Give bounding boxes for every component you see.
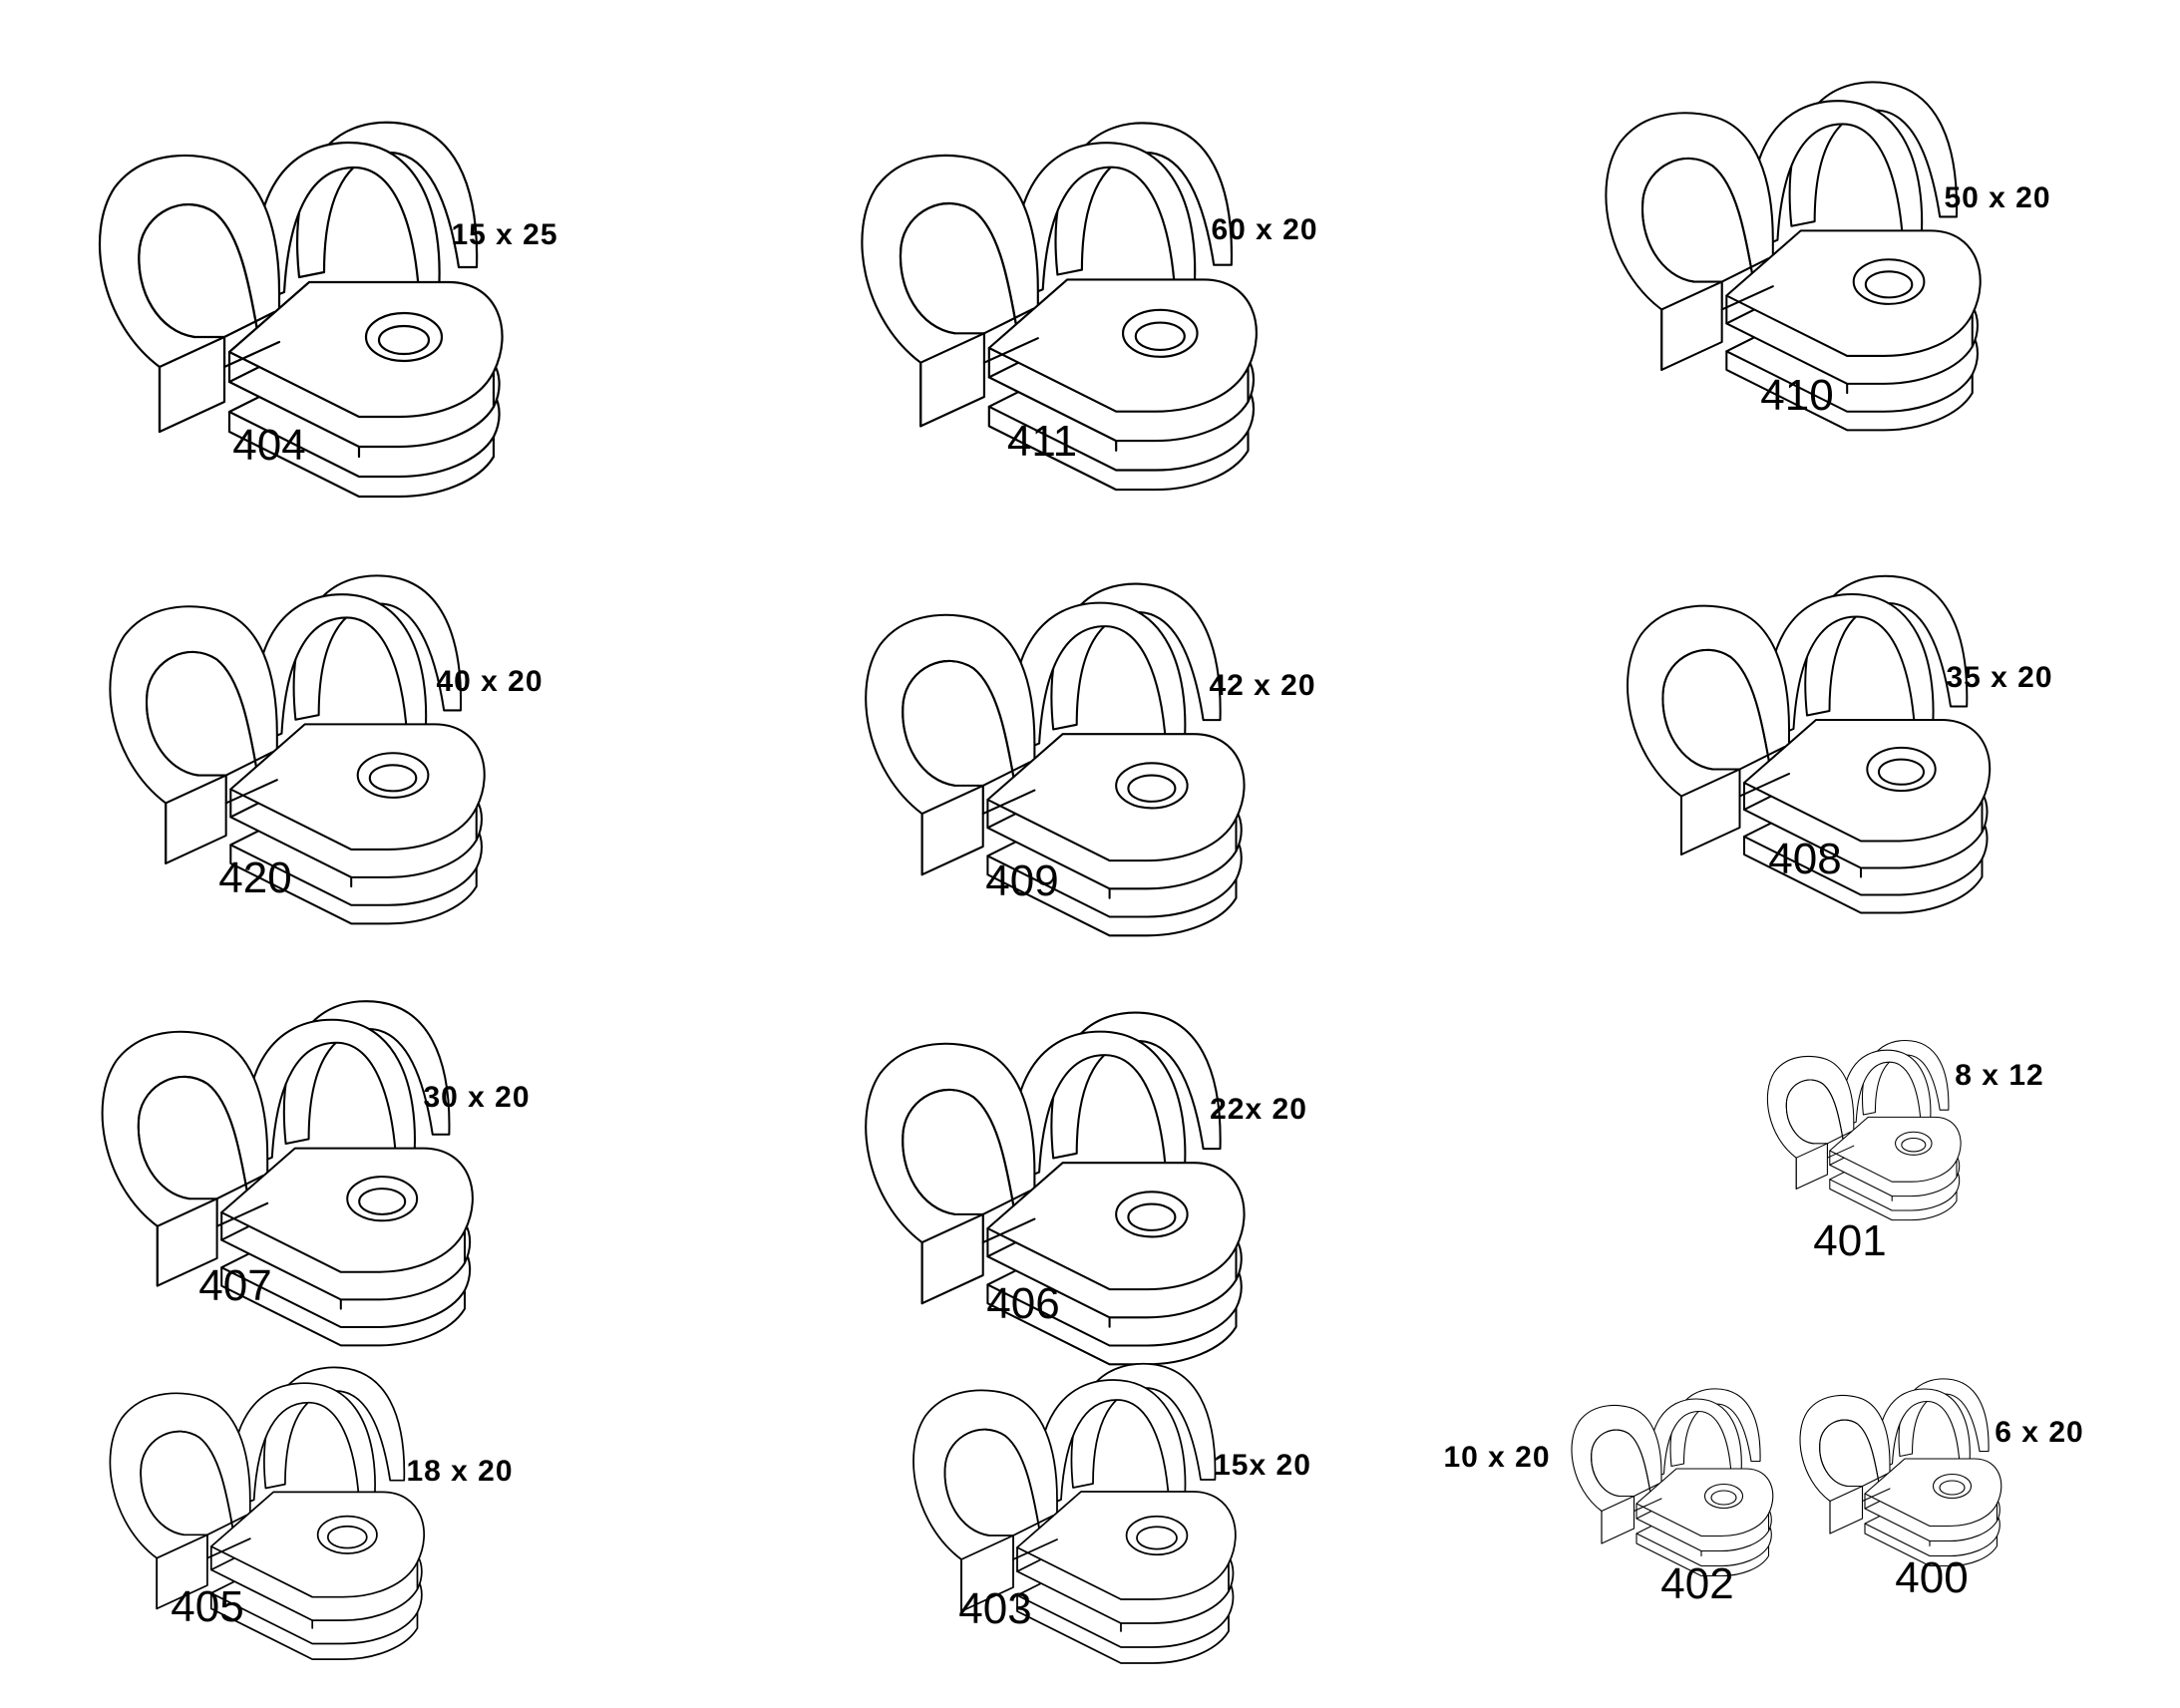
p-clip-407 (101, 1000, 474, 1347)
p-clip-403 (912, 1363, 1237, 1664)
part-number-400: 400 (1895, 1553, 1969, 1602)
part-number-410: 410 (1760, 371, 1834, 420)
part-number-403: 403 (958, 1584, 1032, 1633)
part-number-409: 409 (985, 856, 1059, 905)
p-clip-402 (1571, 1388, 1774, 1577)
part-number-408: 408 (1768, 835, 1842, 883)
p-clip-411 (861, 122, 1258, 492)
part-number-406: 406 (986, 1279, 1060, 1328)
size-label-407: 30 x 20 (423, 1081, 531, 1114)
p-clip-401 (1766, 1040, 1962, 1221)
size-label-402: 10 x 20 (1443, 1441, 1551, 1474)
part-number-411: 411 (1006, 417, 1078, 466)
part-number-407: 407 (198, 1261, 272, 1310)
p-clip-410 (1605, 81, 1982, 432)
part-number-402: 402 (1660, 1559, 1734, 1608)
part-number-401: 401 (1813, 1216, 1887, 1265)
size-label-404: 15 x 25 (451, 218, 558, 251)
size-label-420: 40 x 20 (436, 665, 544, 698)
p-clip-404 (98, 121, 504, 499)
size-label-405: 18 x 20 (406, 1455, 514, 1488)
p-clip-408 (1627, 574, 1992, 914)
p-clip-400 (1799, 1378, 2002, 1567)
size-label-400: 6 x 20 (1995, 1416, 2084, 1449)
size-label-408: 35 x 20 (1946, 661, 2053, 694)
size-label-409: 42 x 20 (1209, 669, 1316, 702)
size-label-403: 15x 20 (1214, 1449, 1311, 1482)
p-clip-409 (865, 582, 1246, 937)
p-clip-420 (109, 574, 486, 925)
size-label-410: 50 x 20 (1944, 181, 2051, 214)
part-number-405: 405 (171, 1582, 244, 1631)
size-label-401: 8 x 12 (1955, 1059, 2044, 1092)
part-number-420: 420 (218, 854, 292, 902)
p-clip-406 (865, 1011, 1246, 1366)
size-label-406: 22x 20 (1210, 1093, 1307, 1126)
p-clip-405 (109, 1366, 426, 1660)
size-label-411: 60 x 20 (1211, 213, 1318, 246)
part-number-404: 404 (232, 421, 306, 470)
